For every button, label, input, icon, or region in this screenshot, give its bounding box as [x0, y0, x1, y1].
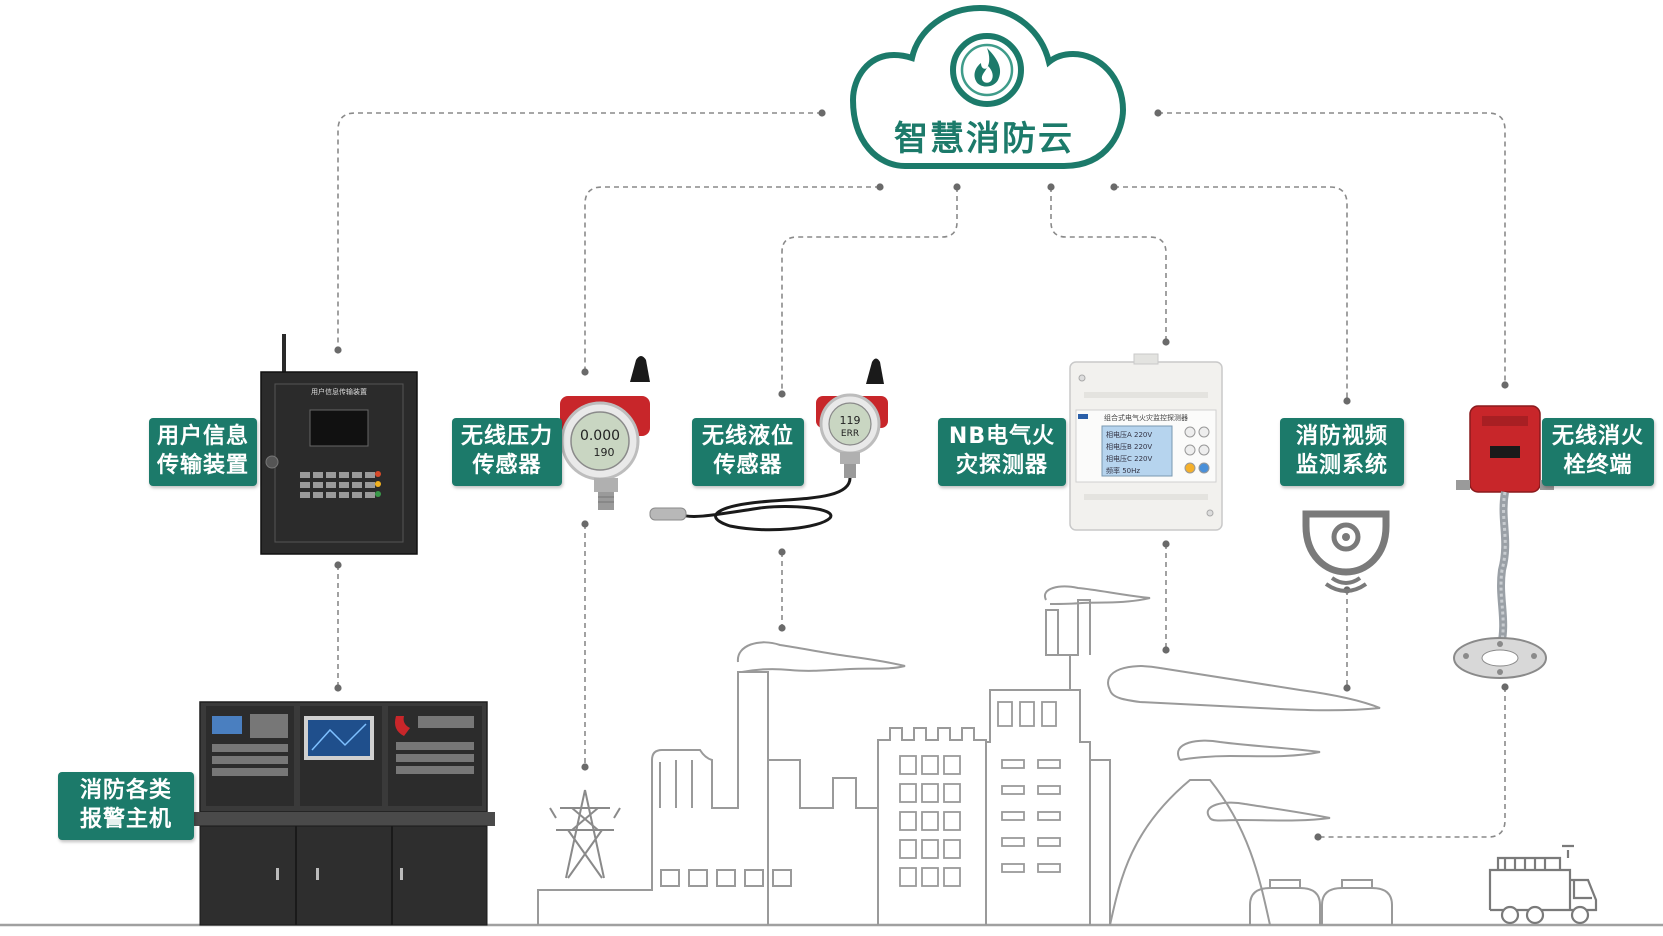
node-label-user-info-line2: 传输装置 [156, 453, 249, 478]
power-tower [549, 789, 621, 879]
pressure-display-sub: 190 [594, 446, 615, 459]
level-display-sub: ERR [841, 429, 859, 439]
user-info-transmitter-device: 用户信息传输装置 [260, 334, 418, 555]
electric-screen-line-3: 相电压C 220V [1106, 454, 1152, 463]
fire-truck-icon [1488, 844, 1598, 925]
user-info-panel-title: 用户信息传输装置 [311, 387, 367, 396]
link-user-info [337, 112, 822, 350]
node-label-alarm-host-line1: 消防各类 [79, 778, 172, 804]
keypad [300, 472, 375, 498]
node-label-hydrant-line2: 栓终端 [1563, 453, 1633, 478]
node-label-electric-line2: 灾探测器 [955, 453, 1048, 478]
node-label-pressure-line2: 传感器 [472, 453, 542, 478]
node-label-electric-line1: NB电气火 [948, 424, 1056, 450]
link-pressure [584, 186, 880, 372]
fire-icon [950, 33, 1024, 107]
city-skyline [0, 585, 1663, 927]
level-display-value: 119 [840, 414, 861, 427]
node-label-video-line1: 消防视频 [1295, 424, 1388, 450]
node-label-hydrant: 无线消火 栓终端 [1542, 418, 1654, 486]
node-label-electric: NB电气火 灾探测器 [938, 418, 1066, 486]
cloud-shape [849, 4, 1127, 169]
connection-dots [334, 109, 1509, 841]
electric-screen-line-1: 相电压A 220V [1106, 430, 1152, 439]
cloud-title: 智慧消防云 [894, 119, 1074, 159]
node-label-level-line1: 无线液位 [701, 424, 794, 450]
electric-screen-line-2: 相电压B 220V [1106, 442, 1152, 451]
node-label-level: 无线液位 传感器 [692, 418, 804, 486]
node-label-user-info-line1: 用户信息 [156, 424, 249, 450]
link-electric [1050, 187, 1167, 342]
node-label-level-line2: 传感器 [713, 453, 783, 478]
electric-screen-line-4: 频率 50Hz [1106, 466, 1140, 475]
node-label-pressure-line1: 无线压力 [460, 424, 553, 450]
hydrant-terminal-device [1453, 405, 1554, 679]
pressure-display-value: 0.000 [580, 428, 620, 444]
pressure-sensor-device: 0.000 190 [560, 356, 650, 510]
link-level [781, 187, 958, 394]
node-label-video: 消防视频 监测系统 [1280, 418, 1404, 486]
link-hydrant [1158, 112, 1506, 385]
link-hydrant-down [1318, 687, 1506, 838]
node-label-video-line2: 监测系统 [1295, 453, 1388, 478]
connection-lines [337, 112, 1506, 838]
level-sensor-device: 119 ERR [649, 358, 888, 532]
node-label-pressure: 无线压力 传感器 [452, 418, 562, 486]
link-video [1114, 186, 1348, 401]
node-label-user-info: 用户信息 传输装置 [149, 418, 257, 486]
node-label-alarm-host: 消防各类 报警主机 [58, 772, 194, 840]
electrical-fire-detector-device: 组合式电气火灾监控探测器 相电压A 220V 相电压B 220V 相电压C 22… [1069, 353, 1223, 531]
node-label-alarm-host-line2: 报警主机 [79, 807, 172, 832]
node-label-hydrant-line1: 无线消火 [1551, 424, 1644, 450]
alarm-host-console-device [190, 701, 495, 926]
smart-fire-cloud: 智慧消防云 [849, 4, 1127, 169]
video-camera-device [1302, 510, 1390, 593]
electric-module-title: 组合式电气火灾监控探测器 [1104, 413, 1188, 422]
